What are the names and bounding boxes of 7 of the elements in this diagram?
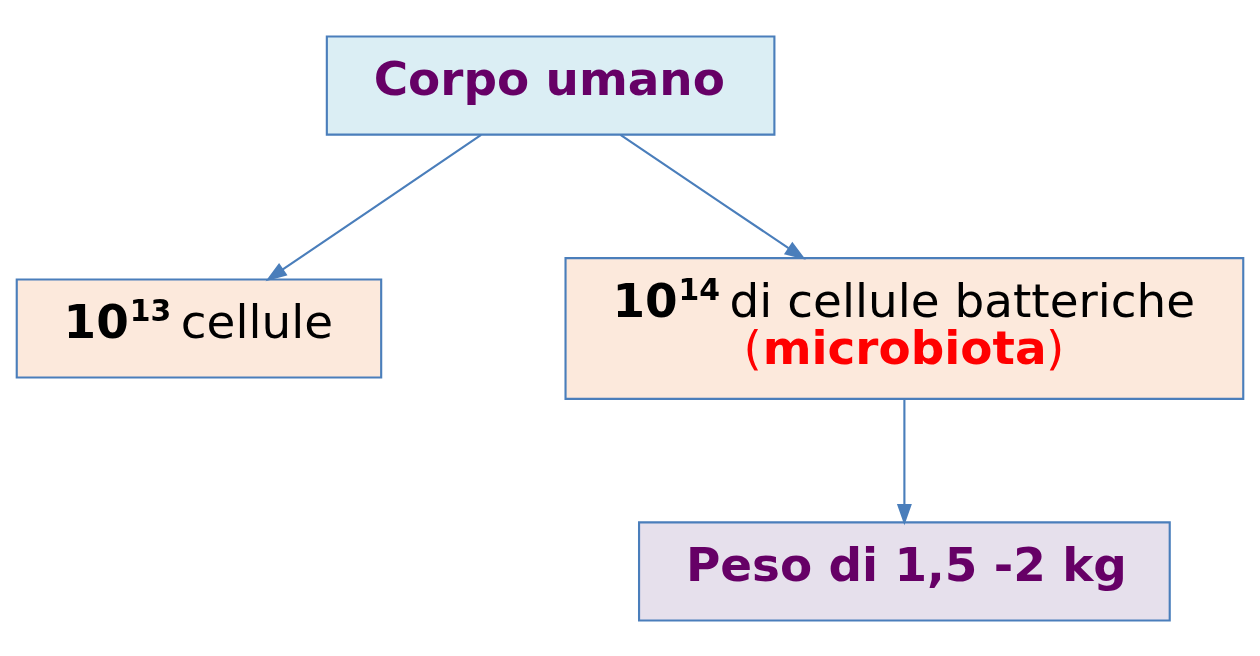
arrow <box>896 398 912 525</box>
arrow <box>265 133 482 281</box>
node-box: 10$^{13}$ cellule <box>15 277 383 379</box>
node-box: Corpo umano <box>325 34 776 136</box>
arrow <box>619 133 806 260</box>
node-box: 10$^{14}$ di cellule batteriche (microbiota) <box>564 256 1245 400</box>
node-box: Peso di 1,5 -2 kg <box>638 520 1171 622</box>
